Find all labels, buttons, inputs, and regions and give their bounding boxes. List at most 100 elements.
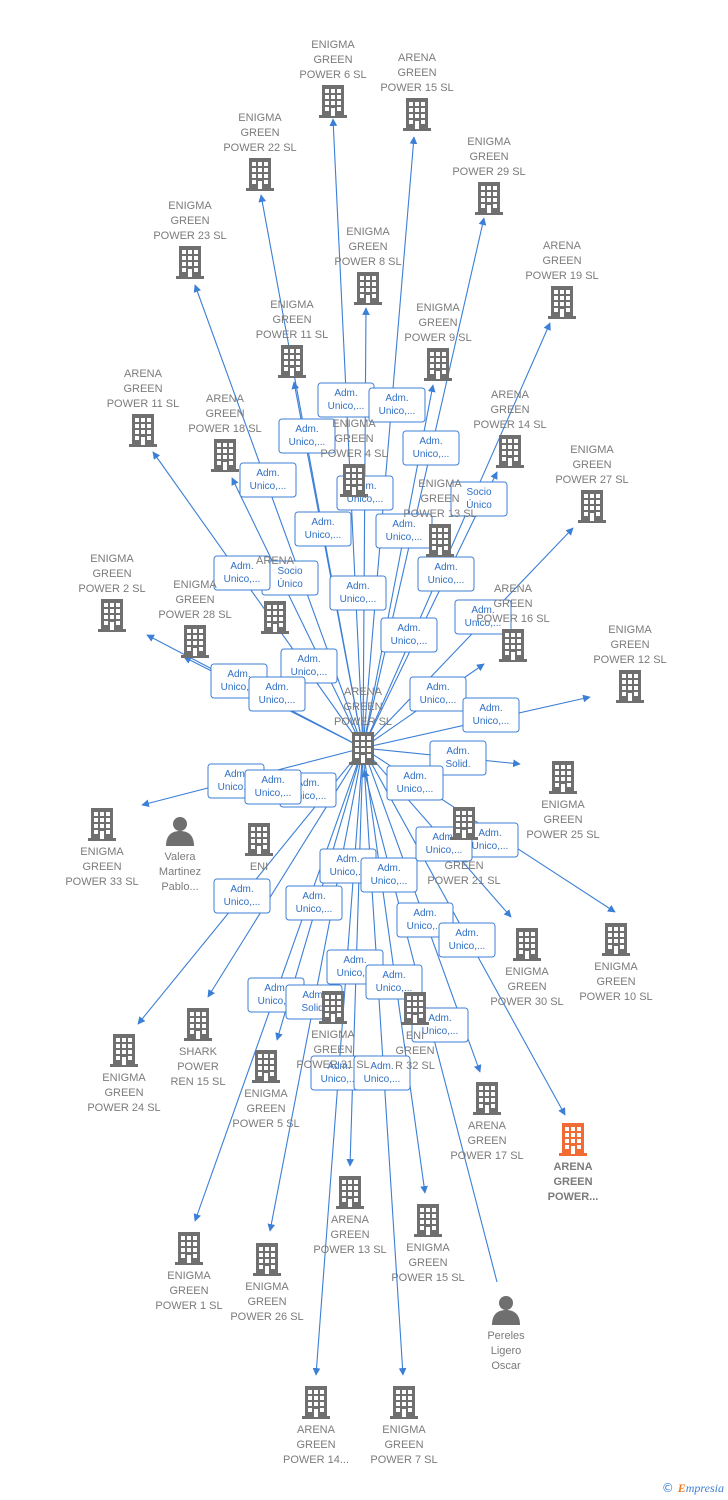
relation-label[interactable]: Adm.Unico,... (409, 676, 467, 712)
relation-label[interactable]: Adm.Unico,... (438, 922, 496, 958)
relation-label-text: Unico,... (305, 530, 342, 541)
relation-label[interactable]: Adm.Unico,... (462, 697, 520, 733)
building-icon (424, 348, 452, 381)
building-icon (513, 928, 541, 961)
relation-label-text: Unico,... (413, 449, 450, 460)
building-icon (336, 1176, 364, 1209)
relation-label[interactable]: Adm.Unico,... (285, 885, 343, 921)
relation-label[interactable]: Adm.Unico,... (417, 556, 475, 592)
person-node-valera[interactable]: ValeraMartinezPablo... (159, 817, 201, 893)
relation-label[interactable]: Adm.Unico,... (360, 857, 418, 893)
relation-label-text: Adm. (230, 884, 253, 895)
node-label-line: GREEN (330, 1229, 369, 1241)
company-node-eg_mid[interactable]: ENI (245, 823, 273, 873)
relation-label[interactable]: Adm.Unico,... (317, 382, 375, 418)
node-label-line: POWER 6 SL (299, 69, 366, 81)
relation-label[interactable]: Adm.Unico,... (280, 648, 338, 684)
relation-label[interactable]: Adm.Unico,... (278, 418, 336, 454)
relation-label[interactable]: Adm.Solid. (429, 740, 487, 776)
relation-label[interactable]: Adm.Unico,... (248, 676, 306, 712)
relation-label-text: Unico,... (472, 841, 509, 852)
node-label-line: GREEN (418, 317, 457, 329)
relation-label[interactable]: Adm.Unico,... (213, 555, 271, 591)
relation-label[interactable]: Adm.Unico,... (244, 769, 302, 805)
relation-label[interactable]: Adm.Unico,... (402, 430, 460, 466)
relation-label[interactable]: Adm.Unico,... (461, 822, 519, 858)
building-icon (110, 1034, 138, 1067)
company-node-agx[interactable]: ARENAGREENPOWER... (548, 1123, 599, 1203)
relation-label[interactable]: Adm.Unico,... (353, 1055, 411, 1091)
relation-label[interactable]: Adm.Unico,... (380, 617, 438, 653)
relation-label[interactable]: Adm.Unico,... (329, 575, 387, 611)
relation-label-text: Adm. (295, 424, 318, 435)
relation-label-text: Único (466, 498, 492, 511)
node-label-line: ENI (406, 1030, 424, 1042)
edge-center-eg29 (362, 217, 487, 749)
node-label-line: POWER 5 SL (232, 1118, 299, 1130)
relation-label[interactable]: Adm.Unico,... (365, 964, 423, 1000)
relation-label[interactable]: Adm.Unico,... (213, 878, 271, 914)
node-label-line: POWER 2 SL (78, 583, 145, 595)
relation-label[interactable]: Adm.Unico,... (454, 599, 512, 635)
node-label-line: POWER 27 SL (555, 474, 628, 486)
relation-label-text: Adm. (336, 854, 359, 865)
node-label-line: POWER 13 SL (313, 1244, 386, 1256)
relation-label[interactable]: Adm.Unico,... (239, 462, 297, 498)
relation-label-text: Unico,... (386, 532, 423, 543)
building-icon (473, 1082, 501, 1115)
node-label-line: ENIGMA (245, 1281, 289, 1293)
relation-label-text: Solid. (301, 1003, 326, 1014)
relation-label-text: Adm. (346, 581, 369, 592)
edge-center-eg6 (329, 118, 364, 749)
relation-label[interactable]: Adm.Unico,... (386, 765, 444, 801)
company-node-ag_mid[interactable]: ARENA (256, 555, 295, 634)
relation-label[interactable]: Adm.Unico,... (368, 387, 426, 423)
node-label-line: POWER 12 SL (593, 654, 666, 666)
node-label-line: ENIGMA (90, 553, 134, 565)
copyright-footer[interactable]: ©Empresia (662, 1481, 724, 1496)
relation-label[interactable]: Adm.Unico,... (294, 511, 352, 547)
